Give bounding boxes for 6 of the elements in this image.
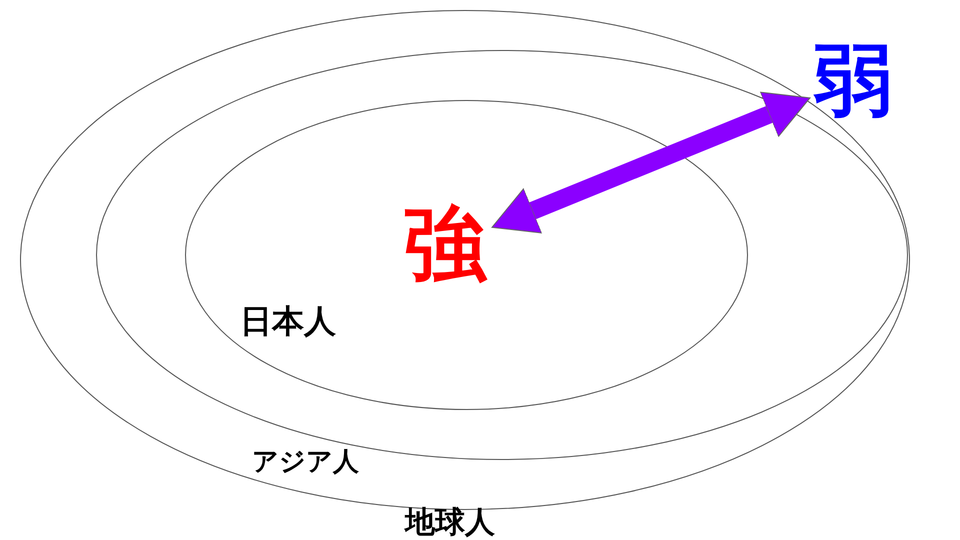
ring-label: アジア人 [252,449,359,475]
strength-label: 弱 [814,42,892,120]
double-arrow [492,92,810,234]
ring-label: 地球人 [405,508,495,538]
strength-label: 強 [404,204,486,286]
ring-label: 日本人 [240,305,336,337]
